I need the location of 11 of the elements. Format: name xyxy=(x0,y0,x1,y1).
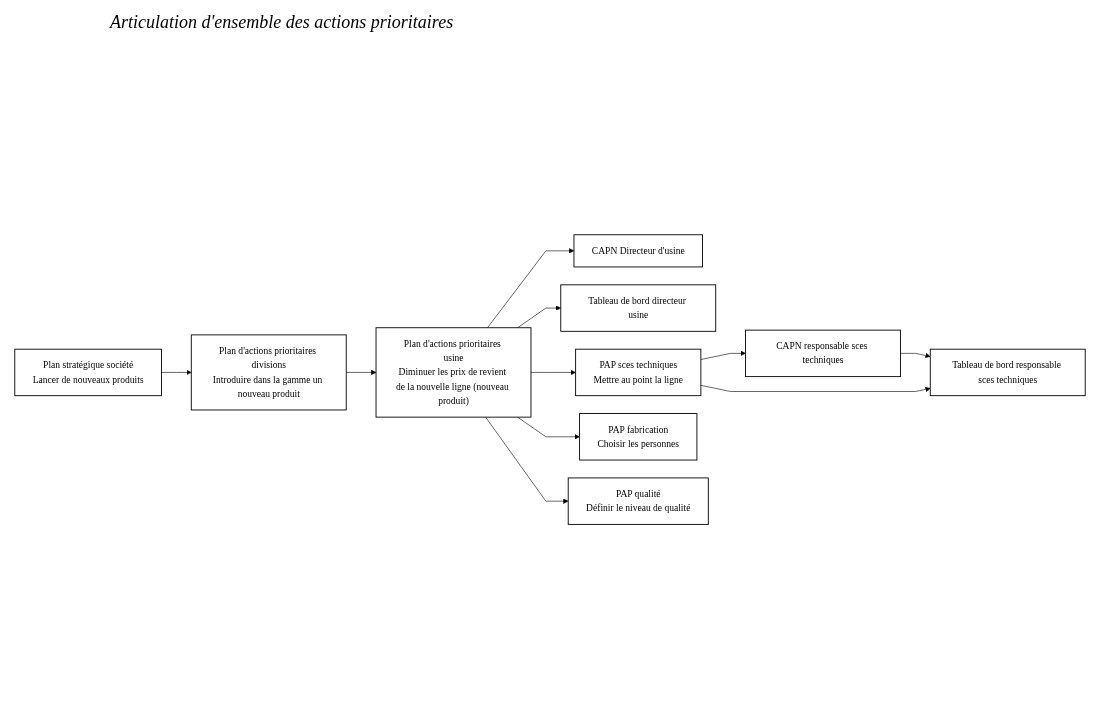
diagram-title: Articulation d'ensemble des actions prioritaires xyxy=(110,12,454,33)
node-box: Plan stratégique société Lancer de nouveaux produits xyxy=(14,349,162,397)
node-box: CAPN Directeur d'usine xyxy=(573,234,703,268)
node-box: Tableau de bord directeur usine xyxy=(560,284,717,333)
node-box: Plan d'actions prioritaires divisions Introduire dans la gamme un nouveau produit xyxy=(190,334,347,411)
node-box: PAP sces techniques Mettre au point la ligne xyxy=(575,349,702,397)
node-box: Plan d'actions prioritaires usine Diminuer les prix de revient de la nouvelle ligne (nouveau produit) xyxy=(375,327,532,418)
node-box: PAP fabrication Choisir les personnes xyxy=(579,413,698,461)
node-box: CAPN responsable sces techniques xyxy=(745,330,901,378)
node-box: PAP qualité Définir le niveau de qualité xyxy=(567,477,709,526)
node-box: Tableau de bord responsable sces techniques xyxy=(929,349,1086,397)
